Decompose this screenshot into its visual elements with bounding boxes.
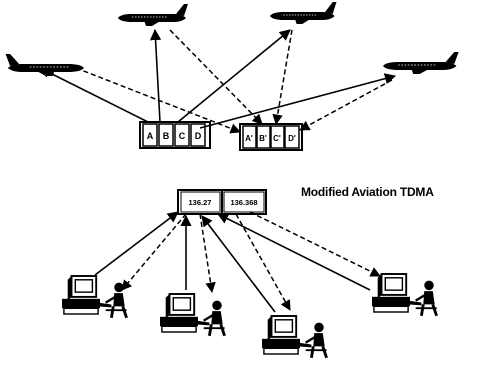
terminal-operator-icon <box>260 314 329 360</box>
arrow-solid <box>177 29 291 123</box>
arrow-solid <box>201 215 276 313</box>
slot-label-a3: C <box>179 131 186 141</box>
arrow-solid <box>216 213 371 291</box>
slot-cell <box>284 125 300 149</box>
slot-cell <box>242 125 257 149</box>
arrow-solid <box>149 28 162 123</box>
arrow-dashed <box>121 213 187 291</box>
arrow-dashed <box>272 29 293 126</box>
arrow-dashed <box>199 213 216 294</box>
slot-group-a: A B C D <box>139 121 211 149</box>
arrow-dashed <box>169 29 263 125</box>
slot-cell <box>256 125 271 149</box>
slot-group-b: A' B' C' D' <box>239 123 303 151</box>
aircraft-icon <box>269 1 337 25</box>
arrow-solid <box>38 67 149 123</box>
slot-cell <box>174 123 190 147</box>
slot-label-a2: B <box>163 131 170 141</box>
arrow-dashed <box>235 213 291 311</box>
dashed-arrows <box>75 29 393 311</box>
slot-label-a1: A <box>147 131 154 141</box>
arrow-solid <box>94 211 179 276</box>
solid-arrows <box>38 28 397 313</box>
slot-label-b2: B' <box>259 134 267 143</box>
slot-cell <box>190 123 206 147</box>
slot-label-b3: C' <box>273 134 281 143</box>
ground-station-box: 136.27 136.368 <box>177 189 267 215</box>
terminal-operator-icon <box>158 292 227 338</box>
aircraft-icon <box>117 3 189 27</box>
channel-label-1: 136.27 <box>189 198 212 207</box>
slot-label-b4: D' <box>288 134 296 143</box>
slot-cell <box>142 123 158 147</box>
arrow-dashed <box>299 79 393 131</box>
slot-label-a4: D <box>195 131 202 141</box>
slot-cell <box>158 123 174 147</box>
slot-label-b1: A' <box>245 134 253 143</box>
terminal-operator-icon <box>60 274 129 320</box>
arrow-dashed <box>249 211 381 277</box>
channel-label-2: 136.368 <box>230 198 257 207</box>
aircraft-icon <box>5 53 85 77</box>
terminal-operator-icon <box>370 272 439 318</box>
diagram-title: Modified Aviation TDMA <box>301 185 434 199</box>
arrow-dashed <box>75 67 241 134</box>
aircraft-icon <box>382 51 460 75</box>
arrow-solid <box>199 73 397 129</box>
slot-cell <box>270 125 285 149</box>
